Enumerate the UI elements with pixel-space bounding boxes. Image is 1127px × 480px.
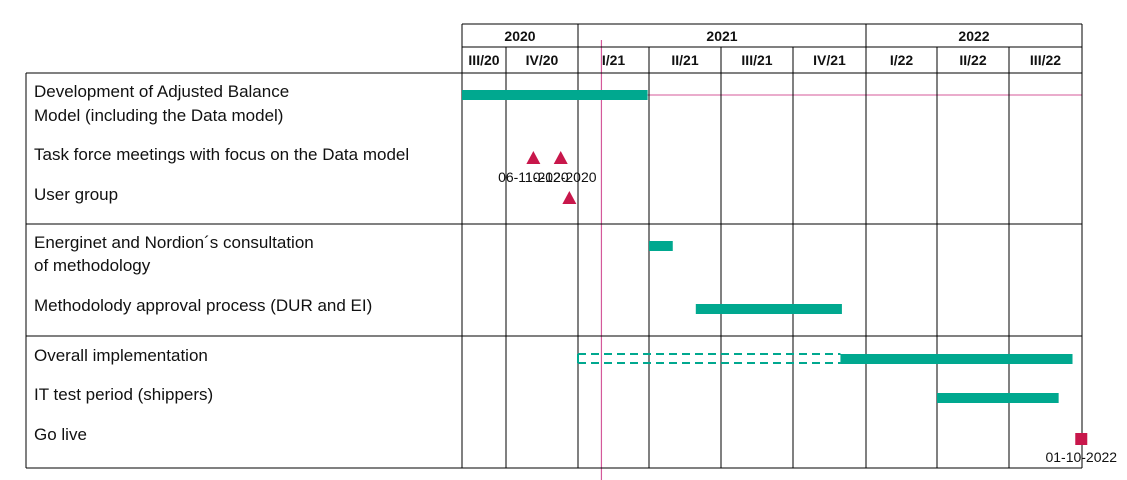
milestone-triangle: [562, 191, 577, 204]
milestone-triangle: [526, 151, 541, 164]
year-header-2020: 2020: [504, 28, 535, 44]
task-label: Task force meetings with focus on the Da…: [34, 145, 409, 164]
task-label: Development of Adjusted Balance: [34, 82, 289, 101]
milestone-date-label: 01-10-2022: [1045, 449, 1117, 465]
task-label: Methodolody approval process (DUR and EI…: [34, 296, 372, 315]
milestone-triangle: [553, 151, 568, 164]
task-label: Overall implementation: [34, 346, 208, 365]
task-bar: [649, 241, 673, 251]
quarter-header: III/20: [468, 52, 499, 68]
quarter-header: I/21: [602, 52, 626, 68]
task-label: Energinet and Nordion´s consultation: [34, 233, 314, 252]
milestone-date-label: 10-12-2020: [525, 169, 597, 185]
task-label: Go live: [34, 425, 87, 444]
quarter-header: II/22: [959, 52, 986, 68]
quarter-header: IV/20: [526, 52, 559, 68]
milestone-date-label: 06-11-2020: [498, 169, 569, 185]
year-header-2022: 2022: [958, 28, 989, 44]
task-bar: [937, 393, 1059, 403]
task-label: IT test period (shippers): [34, 385, 213, 404]
task-bar: [462, 90, 648, 100]
task-label: User group: [34, 185, 118, 204]
task-label: Model (including the Data model): [34, 106, 283, 125]
quarter-header: III/21: [741, 52, 772, 68]
quarter-header: II/21: [671, 52, 698, 68]
task-bar: [840, 354, 1073, 364]
year-header-2021: 2021: [706, 28, 737, 44]
milestone-square: [1075, 433, 1088, 445]
quarter-header: I/22: [890, 52, 914, 68]
quarter-header: IV/21: [813, 52, 846, 68]
task-bar: [695, 304, 842, 314]
task-label: of methodology: [34, 256, 151, 275]
quarter-header: III/22: [1030, 52, 1061, 68]
